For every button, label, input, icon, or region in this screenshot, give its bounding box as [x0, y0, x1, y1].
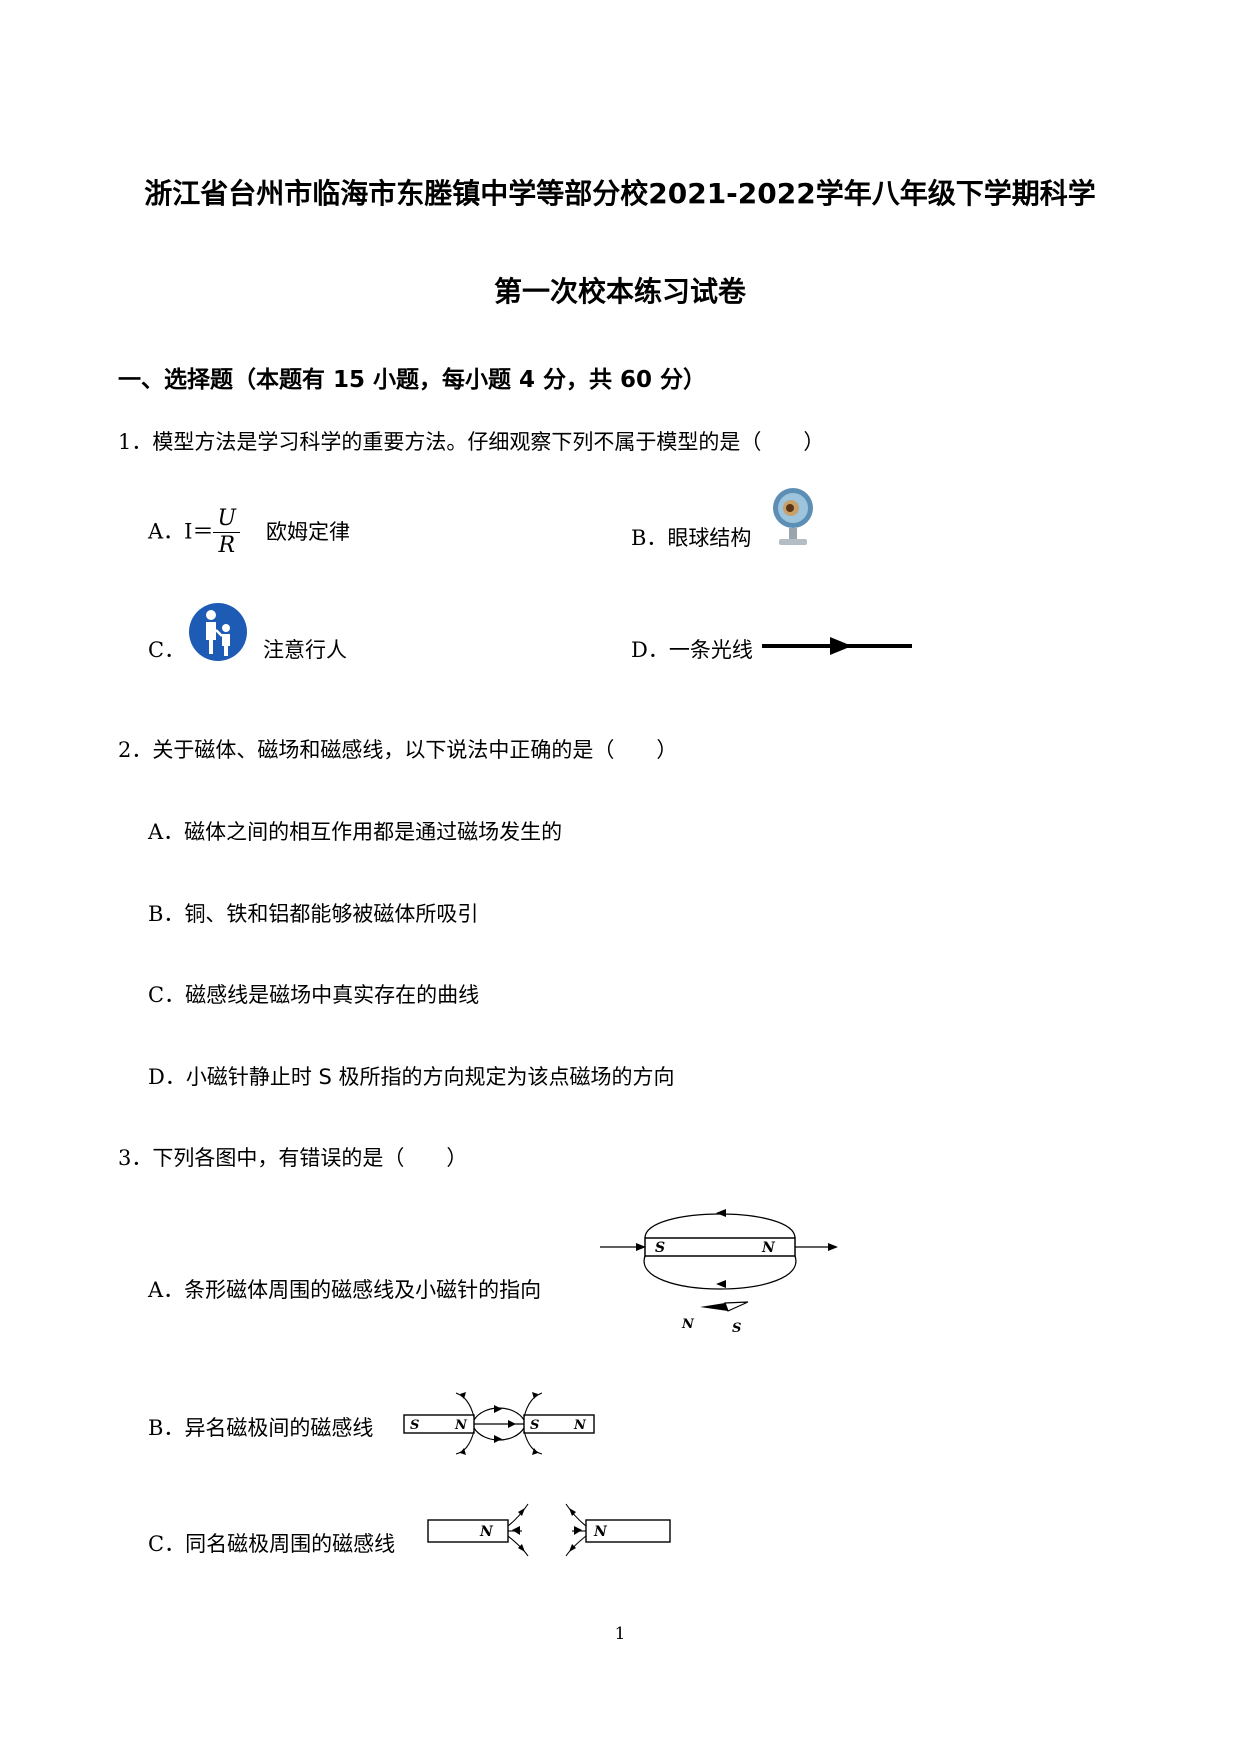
question-1-stem: 1．模型方法是学习科学的重要方法。仔细观察下列不属于模型的是（ ） [118, 426, 824, 456]
option-label: D． [148, 1065, 186, 1089]
q2-option-c: C．磁感线是磁场中真实存在的曲线 [148, 979, 479, 1009]
q1-option-d: D．一条光线 [631, 634, 753, 664]
magnet2-pole-s: S [530, 1418, 539, 1433]
q3-option-c: C．同名磁极周围的磁感线 [148, 1528, 395, 1558]
option-text: 同名磁极周围的磁感线 [185, 1532, 396, 1556]
q3-option-a: A．条形磁体周围的磁感线及小磁针的指向 [148, 1274, 541, 1304]
magnet1-pole-n: N [454, 1418, 468, 1433]
option-text: 磁感线是磁场中真实存在的曲线 [185, 983, 480, 1007]
exam-title-line1: 浙江省台州市临海市东塍镇中学等部分校2021-2022学年八年级下学期科学 [144, 177, 1096, 210]
magnet-pole-s: S [655, 1240, 665, 1256]
like-poles-field-figure: N N [427, 1503, 671, 1557]
question-number: 1． [118, 430, 153, 454]
question-2-stem: 2．关于磁体、磁场和磁感线，以下说法中正确的是（ ） [118, 734, 677, 764]
exam-title-line2: 第一次校本练习试卷 [493, 275, 746, 308]
question-text: 关于磁体、磁场和磁感线，以下说法中正确的是（ ） [152, 738, 678, 762]
option-text: 一条光线 [668, 638, 753, 662]
option-text: 条形磁体周围的磁感线及小磁针的指向 [184, 1278, 542, 1302]
option-label: C． [148, 983, 186, 1007]
option-label: D． [631, 638, 669, 662]
option-label: A． [148, 519, 185, 544]
option-text: 小磁针静止时 S 极所指的方向规定为该点磁场的方向 [185, 1065, 675, 1089]
formula-lhs: I＝ [184, 519, 214, 544]
light-ray-arrow-icon [762, 637, 912, 655]
compass-pole-n: N [681, 1317, 695, 1332]
magnet-pole-n: N [761, 1240, 776, 1256]
option-label: B． [148, 1416, 185, 1440]
question-text: 下列各图中，有错误的是（ ） [152, 1146, 468, 1170]
magnet-right-pole-n: N [593, 1524, 608, 1540]
page-number: 1 [614, 1624, 626, 1644]
question-number: 3． [118, 1146, 153, 1170]
eyeball-model-icon [773, 488, 813, 545]
fraction-numerator: U [213, 506, 241, 533]
magnet1-pole-s: S [410, 1418, 419, 1433]
option-label: C． [148, 1532, 186, 1556]
option-label: B． [631, 526, 668, 550]
section-heading: 一、选择题（本题有 15 小题，每小题 4 分，共 60 分） [118, 367, 707, 393]
question-number: 2． [118, 738, 153, 762]
option-label: A． [148, 1278, 185, 1302]
option-text: 铜、铁和铝都能够被磁体所吸引 [184, 902, 479, 926]
option-text: 异名磁极间的磁感线 [184, 1416, 374, 1440]
option-text: 磁体之间的相互作用都是通过磁场发生的 [184, 820, 563, 844]
option-label: A． [148, 820, 185, 844]
q1-option-c: C． [148, 634, 185, 664]
compass-pole-s: S [732, 1321, 741, 1336]
option-text: 欧姆定律 [266, 519, 351, 544]
bar-magnet-field-figure: S N N S [600, 1209, 838, 1336]
pedestrian-sign-icon [189, 603, 247, 661]
q1-option-b: B．眼球结构 [631, 522, 751, 552]
q3-option-b: B．异名磁极间的磁感线 [148, 1412, 373, 1442]
option-text: 眼球结构 [667, 526, 752, 550]
q1-option-c-text: 注意行人 [263, 638, 347, 662]
unlike-poles-field-figure: S N S N [403, 1392, 595, 1455]
fraction-denominator: R [218, 533, 236, 558]
question-text: 模型方法是学习科学的重要方法。仔细观察下列不属于模型的是（ ） [152, 430, 825, 454]
question-3-stem: 3．下列各图中，有错误的是（ ） [118, 1142, 467, 1172]
option-label: B． [148, 902, 185, 926]
q2-option-a: A．磁体之间的相互作用都是通过磁场发生的 [148, 816, 562, 846]
q2-option-b: B．铜、铁和铝都能够被磁体所吸引 [148, 898, 478, 928]
magnet-left-pole-n: N [479, 1524, 494, 1540]
q2-option-d: D．小磁针静止时 S 极所指的方向规定为该点磁场的方向 [148, 1061, 675, 1091]
option-label: C． [148, 638, 186, 662]
magnet2-pole-n: N [573, 1418, 587, 1433]
